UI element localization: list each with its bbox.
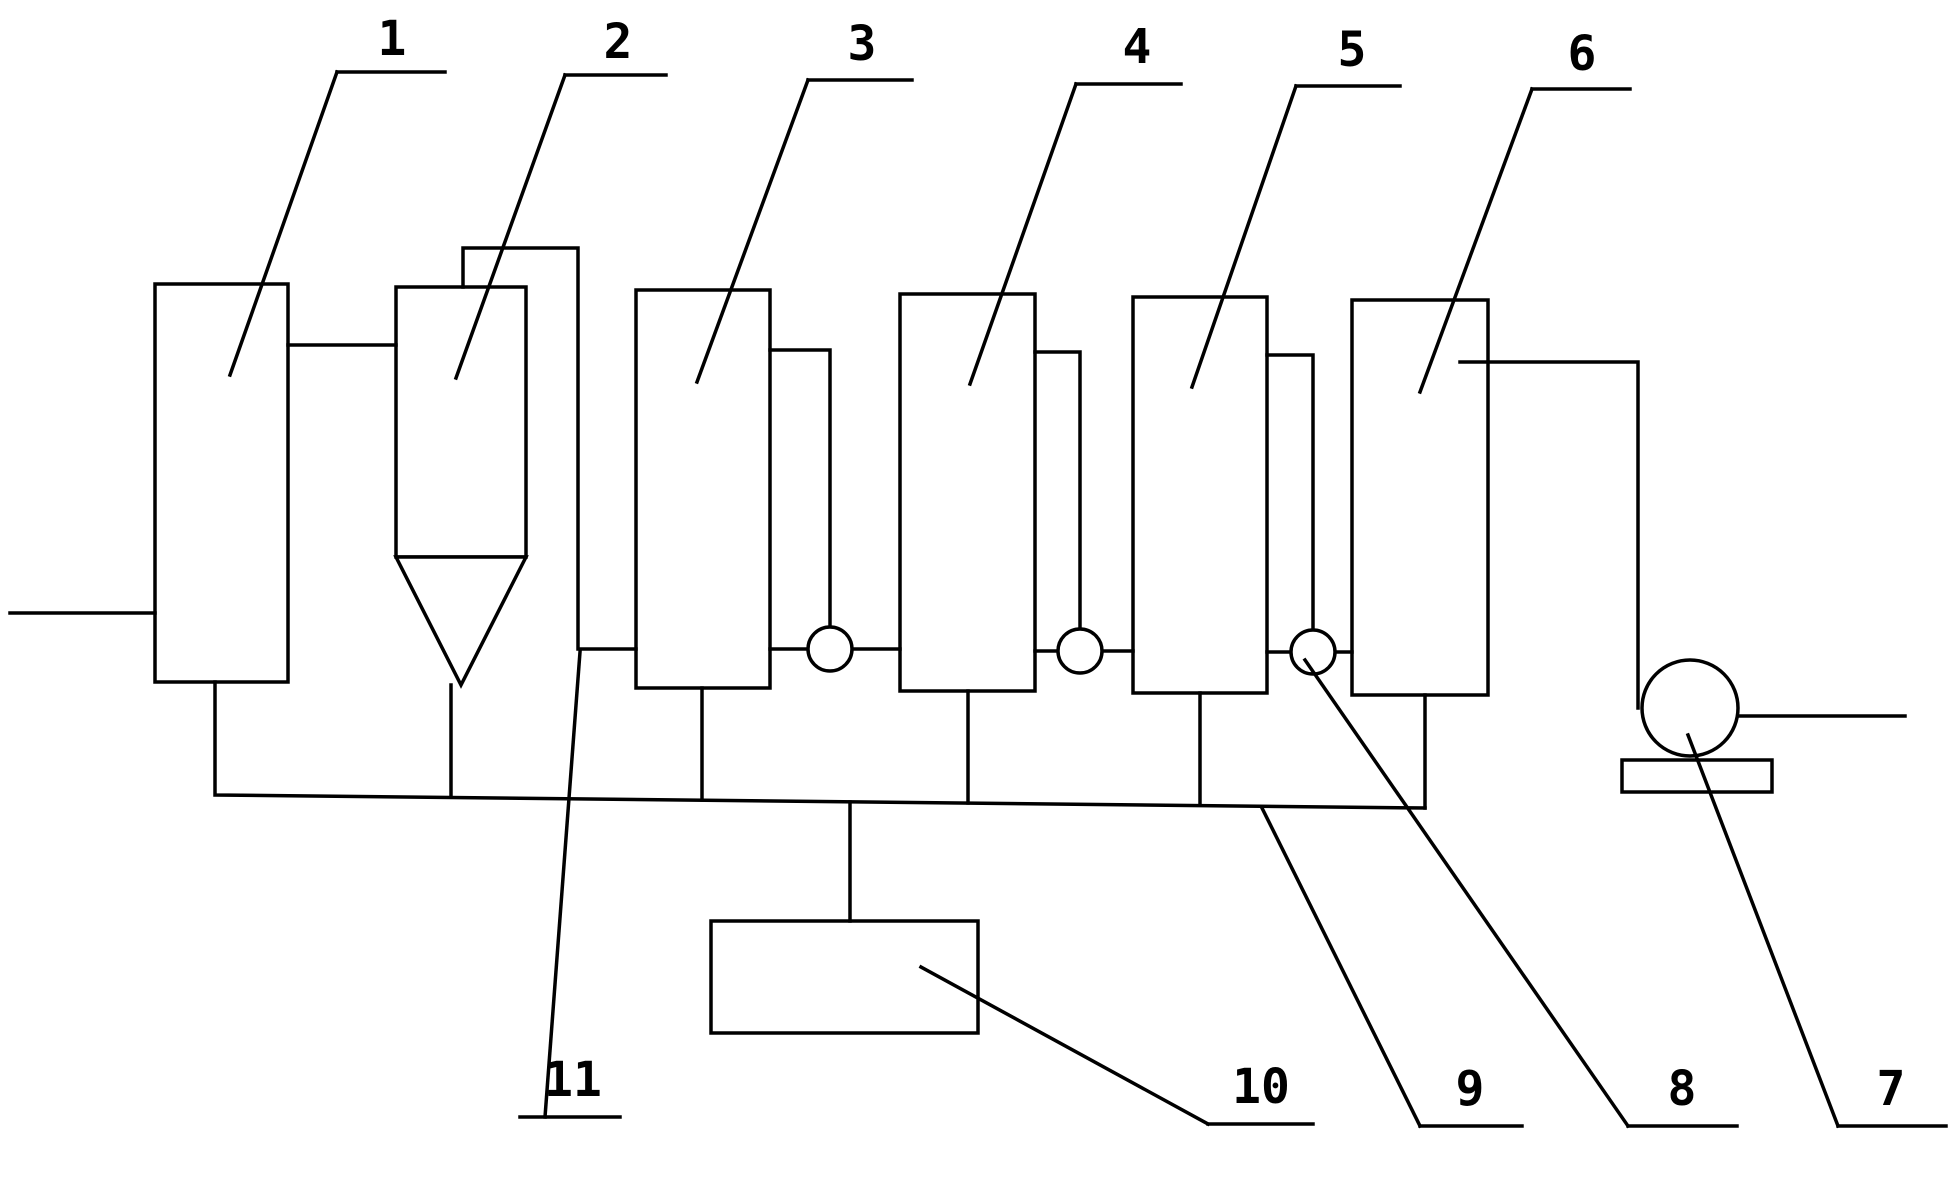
leader-4 — [967, 81, 1079, 387]
fan-unit — [1620, 658, 1774, 794]
leader-3 — [694, 77, 811, 385]
label-3: 3 — [848, 16, 877, 72]
leader-2 — [453, 72, 568, 381]
label-1: 1 — [378, 11, 407, 67]
unit-2-cyclone — [393, 285, 529, 689]
label-11: 11 — [544, 1052, 602, 1108]
pipe-3-up — [768, 348, 832, 632]
leader-1 — [227, 69, 340, 378]
unit-5 — [1131, 295, 1269, 695]
fan-icon — [1640, 658, 1740, 758]
leader-lines — [227, 69, 1948, 1129]
pump-icon — [1056, 627, 1104, 675]
pipe-2-3 — [461, 246, 638, 651]
unit-3 — [634, 288, 772, 690]
leader-9 — [1259, 805, 1423, 1129]
pipe-4-up — [1033, 350, 1082, 632]
unit-10 — [709, 919, 980, 1035]
unit-2-body — [394, 285, 528, 559]
label-4: 4 — [1123, 19, 1152, 75]
unit-4 — [898, 292, 1037, 693]
unit-1 — [153, 282, 290, 684]
label-6: 6 — [1568, 26, 1597, 82]
unit-1-body — [153, 282, 290, 684]
pipe-6-fan — [1458, 360, 1640, 710]
leader-5 — [1189, 83, 1299, 390]
label-9: 9 — [1456, 1061, 1485, 1117]
pipe-5-up — [1265, 353, 1315, 634]
leader-11 — [543, 650, 582, 1119]
fan-base — [1620, 758, 1774, 794]
pump-icon — [1289, 628, 1337, 676]
discharge-header — [213, 680, 1427, 810]
label-2: 2 — [604, 14, 633, 70]
label-7: 7 — [1877, 1061, 1906, 1117]
pump-icon — [806, 625, 854, 673]
leader-6 — [1417, 86, 1535, 395]
labels: 1 2 3 4 5 6 7 8 9 10 11 — [378, 11, 1906, 1117]
label-10: 10 — [1232, 1059, 1290, 1115]
unit-2-cone — [393, 555, 529, 689]
label-8: 8 — [1668, 1061, 1697, 1117]
label-5: 5 — [1338, 22, 1367, 78]
leader-8 — [1302, 657, 1631, 1129]
leader-7 — [1685, 732, 1841, 1129]
leader-10 — [918, 964, 1211, 1127]
unit-6 — [1350, 298, 1490, 697]
